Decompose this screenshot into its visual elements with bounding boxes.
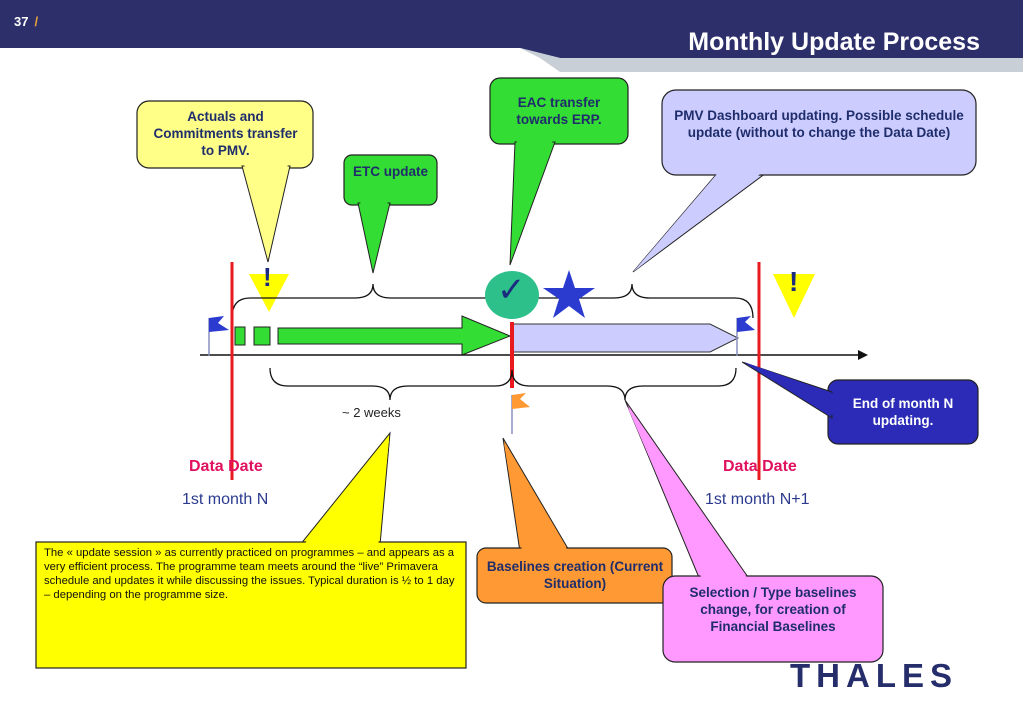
actuals-callout-box <box>136 100 314 169</box>
flag-icon-left <box>209 316 229 332</box>
data-date-left-label: Data Date <box>189 458 263 475</box>
warning-triangle-left <box>249 274 289 312</box>
thales-logo: THALES <box>790 657 958 694</box>
slide-number-separator: / <box>34 14 39 29</box>
month-right-label: 1st month N+1 <box>705 491 810 508</box>
flag-icon-right <box>737 316 755 332</box>
session-callout-text: The « update session » as currently prac… <box>44 547 455 601</box>
etc-callout-text: ETC update <box>352 164 428 179</box>
eac-callout-box <box>489 77 629 145</box>
actuals-callout-text: Actuals and Commitments transfer to PMV. <box>153 109 298 158</box>
green-block-2 <box>253 326 271 346</box>
warning-triangle-right <box>773 274 815 318</box>
lower-brace <box>269 367 737 401</box>
check-icon: ✓ <box>497 271 526 309</box>
etc-callout-box <box>343 154 438 206</box>
timeline-axis-arrowhead <box>858 350 868 360</box>
check-circle <box>485 271 539 319</box>
star-icon <box>543 270 595 318</box>
slide-number: 37/ <box>14 14 39 29</box>
baselines-callout-text: Baselines creation (Current Situation) <box>486 559 664 591</box>
flag-icon-orange <box>512 393 530 409</box>
pmv-callout-box <box>661 89 977 176</box>
selection-callout-box <box>662 575 884 663</box>
warning-symbol-right: ! <box>789 266 799 297</box>
session-callout-box <box>35 541 467 669</box>
green-block-1 <box>234 326 246 346</box>
baselines-callout-box <box>476 547 673 604</box>
month-left-label: 1st month N <box>182 491 269 508</box>
selection-callout-text: Selection / Type baselines change, for c… <box>689 585 857 634</box>
end-month-callout-text: End of month N updating. <box>852 396 954 428</box>
pmv-callout-text: PMV Dashboard updating. Possible schedul… <box>674 108 964 140</box>
lavender-progress-arrow <box>511 323 740 353</box>
data-date-right-label: Data Date <box>723 458 797 475</box>
warning-symbol-left: ! <box>263 262 272 292</box>
header-band <box>0 0 1023 58</box>
green-progress-arrow <box>277 315 512 356</box>
duration-label: ~ 2 weeks <box>342 405 401 420</box>
pmv-callout-pointer <box>632 169 772 273</box>
eac-callout-text: EAC transfer towards ERP. <box>516 95 602 127</box>
header-accent-bar <box>520 48 1023 72</box>
page-title: Monthly Update Process <box>688 28 980 56</box>
